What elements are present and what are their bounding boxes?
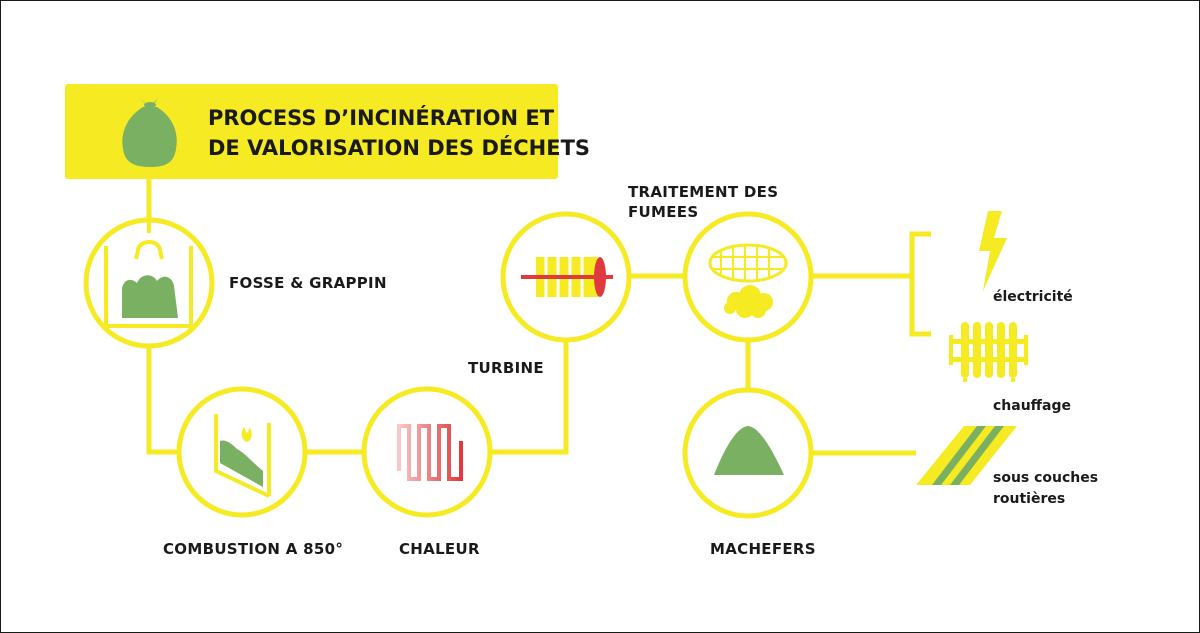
label-routes-line-1: sous couches [993, 470, 1098, 486]
label-fumees-line-2: FUMEES [628, 203, 698, 221]
ash-pile-icon [714, 426, 784, 475]
waste-bag-icon [122, 98, 177, 167]
step-chaleur [361, 386, 493, 518]
combustion-circle [176, 386, 308, 518]
turbine-rotor-icon [521, 257, 613, 297]
outputs-bracket [909, 231, 931, 337]
road-layer-icon [916, 425, 1017, 486]
label-fumees-line-1: TRAITEMENT DES [628, 183, 778, 201]
label-chauffage: chauffage [993, 398, 1071, 414]
step-turbine [500, 211, 632, 343]
label-turbine: TURBINE [468, 359, 544, 377]
connectors [146, 179, 931, 456]
radiator-icon [949, 322, 1028, 382]
title-banner: PROCESS D’INCINÉRATION ET DE VALORISATIO… [65, 84, 590, 179]
heat-coil-icon [397, 424, 463, 481]
label-electricite: électricité [993, 289, 1073, 305]
label-fosse: FOSSE & GRAPPIN [229, 274, 387, 292]
title-line-2: DE VALORISATION DES DÉCHETS [208, 135, 590, 160]
title-box [65, 84, 558, 179]
claw-crane-icon [104, 221, 193, 328]
step-fosse [83, 217, 215, 349]
step-fumees [682, 211, 814, 343]
step-machefers [682, 387, 814, 519]
connector-fosse-combustion [146, 347, 179, 455]
furnace-flame-icon [214, 414, 271, 498]
connector-chaleur-turbine [492, 341, 569, 455]
label-machefers: MACHEFERS [710, 540, 816, 558]
step-combustion [176, 386, 308, 518]
label-chaleur: CHALEUR [399, 540, 480, 558]
fumees-circle [682, 211, 814, 343]
label-combustion: COMBUSTION A 850° [163, 540, 343, 558]
label-routes-line-2: routières [993, 491, 1065, 507]
lightning-bolt-icon [979, 211, 1007, 291]
title-line-1: PROCESS D’INCINÉRATION ET [208, 105, 555, 130]
filter-smoke-icon [708, 243, 788, 318]
